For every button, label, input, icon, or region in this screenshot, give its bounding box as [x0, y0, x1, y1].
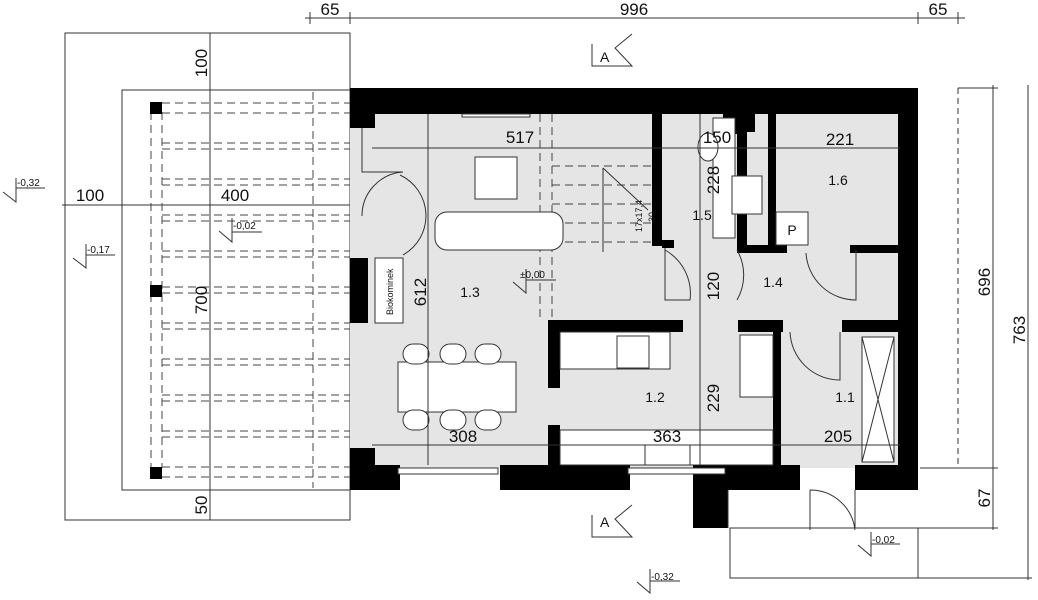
dim-363: 363 [653, 427, 681, 446]
cooktop [616, 335, 650, 369]
room-1-2: 1.2 [645, 389, 665, 405]
washbasin [731, 175, 763, 215]
column [150, 467, 162, 479]
room-1-1: 1.1 [835, 389, 855, 405]
svg-text:-0,02: -0,02 [233, 221, 256, 232]
inner-dimensions: 517 150 221 228 612 120 229 308 363 205 [372, 114, 900, 465]
dim-terrace-width: 400 [221, 186, 249, 205]
room-labels: 1.1 1.2 1.3 1.4 1.5 1.6 [460, 172, 855, 405]
level-marker: -0,02 [857, 532, 900, 558]
svg-text:-0,32: -0,32 [651, 572, 674, 583]
dim-terrace-outer-width: 100 [76, 186, 104, 205]
top-dimension: 65 996 65 [305, 0, 965, 24]
section-mark-bottom: A [600, 514, 610, 530]
sink [644, 444, 691, 466]
room-1-4: 1.4 [763, 274, 783, 290]
svg-text:-0,32: -0,32 [17, 178, 40, 189]
stairs-count: 30 [647, 212, 657, 222]
room-1-3: 1.3 [460, 284, 480, 300]
right-dimensions: 696 763 67 [918, 85, 1032, 580]
kitchen-counter [559, 331, 671, 370]
fridge [739, 334, 774, 398]
dim-150: 150 [703, 128, 731, 147]
dim-top-left: 65 [321, 0, 340, 19]
section-mark-top: A [600, 49, 610, 65]
fireplace [374, 257, 404, 324]
fireplace-label: Biokominek [385, 268, 395, 315]
building: 17x17,4 30 Biokominek P [350, 88, 919, 579]
svg-text:-0,17: -0,17 [87, 245, 110, 256]
dining-table [397, 361, 517, 413]
dim-221: 221 [826, 130, 854, 149]
terrace: 100 400 100 700 50 [62, 32, 352, 521]
dim-229: 229 [704, 384, 723, 412]
coffee-table [474, 156, 518, 200]
column [150, 285, 162, 297]
dim-67: 67 [975, 489, 994, 508]
sofa [434, 211, 564, 251]
stairs-step-size: 17x17,4 [634, 200, 644, 232]
room-1-5: 1.5 [692, 207, 712, 223]
dim-terrace-top: 100 [192, 49, 211, 77]
dim-696: 696 [975, 268, 994, 296]
boiler-label: P [787, 222, 796, 238]
level-marker: -0,02 [218, 218, 262, 244]
section-marks: A A [591, 33, 634, 538]
dim-763: 763 [1010, 316, 1029, 344]
level-marker: -0,32 [636, 569, 680, 595]
dim-517: 517 [506, 128, 534, 147]
room-1-6: 1.6 [828, 172, 848, 188]
dim-terrace-bottom: 50 [192, 496, 211, 515]
svg-text:±0,00: ±0,00 [520, 270, 545, 281]
dim-terrace-length: 700 [192, 286, 211, 314]
dim-612: 612 [411, 278, 430, 306]
dim-top-right: 65 [929, 0, 948, 19]
dim-308: 308 [449, 427, 477, 446]
dim-top-middle: 996 [620, 0, 648, 19]
level-markers: -0,32 -0,17 -0,02 ±0,00 -0,02 -0,32 [2, 178, 900, 595]
stairs: 17x17,4 30 [539, 114, 657, 320]
svg-text:-0,02: -0,02 [872, 535, 895, 546]
level-marker: ±0,00 [512, 269, 556, 295]
dim-205: 205 [824, 427, 852, 446]
column [150, 102, 162, 114]
dim-120: 120 [704, 272, 723, 300]
dim-228: 228 [704, 166, 723, 194]
boiler [775, 211, 809, 246]
level-marker: -0,17 [72, 244, 115, 270]
toilet [697, 132, 719, 162]
level-marker: -0,32 [2, 178, 45, 204]
